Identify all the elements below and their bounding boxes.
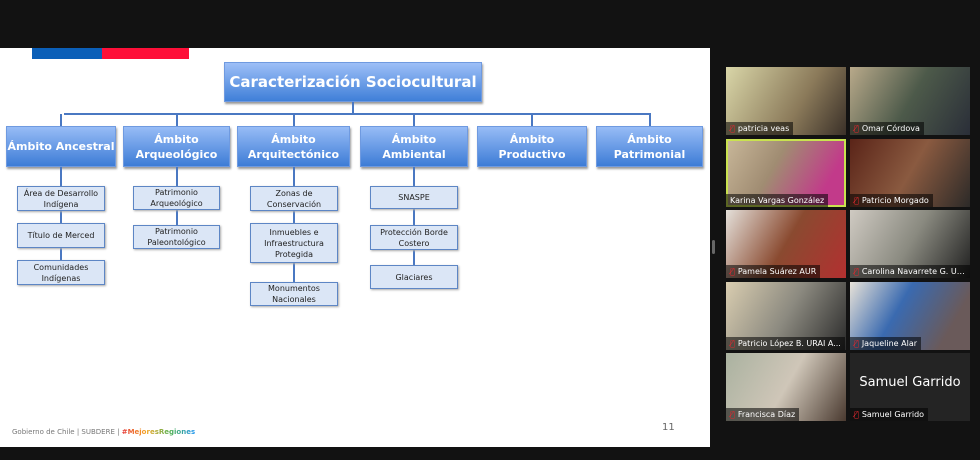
muted-mic-icon: 🎙̸ <box>854 339 859 348</box>
participant-tile[interactable]: Samuel Garrido🎙̸Samuel Garrido <box>850 353 970 421</box>
footer-text: Gobierno de Chile | SUBDERE | <box>12 428 120 436</box>
participant-name-label: 🎙̸Patricio López B. URAI A... <box>726 337 845 350</box>
category-box: Ámbito Arquitectónico <box>237 126 350 167</box>
sub-item-box: Protección Borde Costero <box>370 225 458 250</box>
muted-mic-icon: 🎙̸ <box>730 410 735 419</box>
flag-blue <box>32 48 102 59</box>
participant-tile[interactable]: 🎙̸Carolina Navarrete G. UF... <box>850 210 970 278</box>
sub-item-box: Glaciares <box>370 265 458 289</box>
connector <box>64 113 651 115</box>
slide-title: Caracterización Sociocultural <box>224 62 482 102</box>
sub-item-box: SNASPE <box>370 186 458 209</box>
muted-mic-icon: 🎙̸ <box>730 339 735 348</box>
sub-item-box: Patrimonio Paleontológico <box>133 225 220 249</box>
participant-tile[interactable]: 🎙̸patricia veas <box>726 67 846 135</box>
sub-item-box: Zonas de Conservación <box>250 186 338 211</box>
participant-name-label: 🎙̸Omar Córdova <box>850 122 924 135</box>
participant-tile[interactable]: 🎙̸Patricio López B. URAI A... <box>726 282 846 350</box>
muted-mic-icon: 🎙̸ <box>854 124 859 133</box>
participant-name: Samuel Garrido <box>861 410 925 419</box>
participant-name: patricia veas <box>737 124 790 133</box>
participant-name: Francisca Díaz <box>737 410 796 419</box>
shared-slide: Caracterización Sociocultural Ámbito Anc… <box>0 48 710 447</box>
category-box: Ámbito Ancestral <box>6 126 116 167</box>
participant-name: Jaqueline Alar <box>861 339 918 348</box>
sub-item-box: Área de Desarrollo Indígena <box>17 186 105 211</box>
category-box: Ámbito Productivo <box>477 126 587 167</box>
participant-name-label: 🎙̸patricia veas <box>726 122 794 135</box>
participant-name-label: 🎙̸Jaqueline Alar <box>850 337 922 350</box>
flag-red <box>102 48 189 59</box>
sub-item-box: Título de Merced <box>17 223 105 248</box>
participant-tile[interactable]: 🎙̸Patricio Morgado <box>850 139 970 207</box>
participant-name-large: Samuel Garrido <box>859 375 961 390</box>
participant-name: Carolina Navarrete G. UF... <box>861 267 968 276</box>
muted-mic-icon: 🎙̸ <box>730 124 735 133</box>
category-box: Ámbito Arqueológico <box>123 126 230 167</box>
sub-item-box: Monumentos Nacionales <box>250 282 338 306</box>
hashtag: #MejoresRegiones <box>121 428 196 436</box>
participant-name-label: Karina Vargas González <box>726 194 829 207</box>
participant-name: Karina Vargas González <box>730 196 825 205</box>
muted-mic-icon: 🎙̸ <box>854 410 859 419</box>
participant-tile[interactable]: Karina Vargas González <box>726 139 846 207</box>
participant-tile[interactable]: 🎙̸Omar Córdova <box>850 67 970 135</box>
participant-name-label: 🎙̸Pamela Suárez AUR <box>726 265 821 278</box>
participant-name: Patricio López B. URAI A... <box>737 339 841 348</box>
page-number: 11 <box>662 422 675 433</box>
sub-item-box: Inmuebles e Infraestructura Protegida <box>250 223 338 263</box>
sub-item-box: Comunidades Indígenas <box>17 260 105 285</box>
participant-name: Patricio Morgado <box>861 196 929 205</box>
muted-mic-icon: 🎙̸ <box>730 267 735 276</box>
participant-tile[interactable]: 🎙̸Pamela Suárez AUR <box>726 210 846 278</box>
category-box: Ámbito Patrimonial <box>596 126 703 167</box>
participant-name-label: 🎙̸Francisca Díaz <box>726 408 800 421</box>
muted-mic-icon: 🎙̸ <box>854 196 859 205</box>
participant-name-label: 🎙̸Patricio Morgado <box>850 194 933 207</box>
footer: Gobierno de Chile | SUBDERE | #MejoresRe… <box>12 428 195 436</box>
participant-tile[interactable]: 🎙̸Jaqueline Alar <box>850 282 970 350</box>
participant-name: Pamela Suárez AUR <box>737 267 817 276</box>
participant-name: Omar Córdova <box>861 124 920 133</box>
sub-item-box: Patrimonio Arqueológico <box>133 186 220 210</box>
participant-name-label: 🎙̸Samuel Garrido <box>850 408 929 421</box>
resize-handle[interactable] <box>712 240 715 254</box>
participant-name-label: 🎙̸Carolina Navarrete G. UF... <box>850 265 970 278</box>
muted-mic-icon: 🎙̸ <box>854 267 859 276</box>
participant-tile[interactable]: 🎙̸Francisca Díaz <box>726 353 846 421</box>
category-box: Ámbito Ambiental <box>360 126 468 167</box>
